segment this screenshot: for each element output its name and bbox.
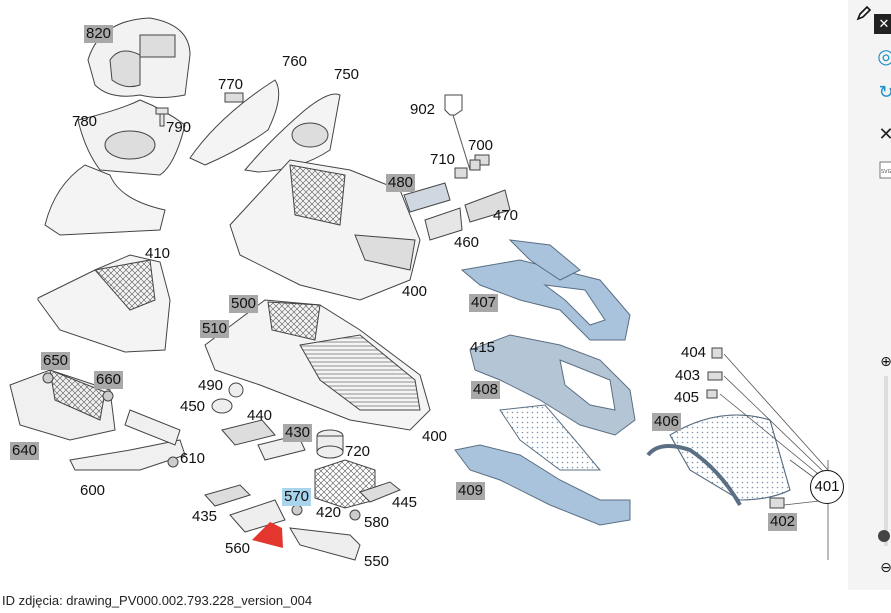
part-435 [204, 484, 251, 507]
label-820: 820 [84, 25, 114, 43]
label-445: 445 [392, 494, 418, 511]
label-430: 430 [283, 424, 313, 442]
part-407 [460, 239, 631, 341]
target-icon[interactable]: ◎ [877, 44, 891, 68]
part-480-470-460 [403, 182, 511, 241]
label-700: 700 [468, 137, 494, 154]
part-408 [469, 334, 636, 436]
part-640 [9, 369, 116, 441]
svg-text:SVG: SVG [881, 169, 891, 175]
label-580: 580 [364, 514, 390, 531]
image-id-caption: ID zdjęcia: drawing_PV000.002.793.228_ve… [2, 593, 313, 608]
side-toolbar: ✕ ◎ ↻ ✕ SVG ⊕ ⊖ [848, 0, 891, 590]
part-790 [155, 107, 169, 127]
label-400-upper: 400 [402, 283, 428, 300]
label-720: 720 [345, 443, 371, 460]
red-arrow [252, 522, 283, 548]
crossed-tool-icon[interactable]: ✕ [878, 123, 891, 145]
label-510: 510 [200, 320, 230, 338]
part-902 [444, 94, 471, 171]
part-490-450 [211, 382, 244, 414]
label-902: 902 [410, 101, 436, 118]
part-610 [167, 456, 179, 468]
part-770-760 [189, 79, 280, 166]
part-402 [769, 497, 785, 509]
label-790: 790 [166, 119, 192, 136]
label-460: 460 [454, 234, 480, 251]
label-470: 470 [493, 207, 519, 224]
label-401: 401 [810, 470, 844, 504]
part-780 [77, 99, 186, 176]
exploded-parts-drawing: 820 770 760 750 780 790 902 700 710 480 … [9, 17, 844, 570]
close-icon[interactable]: ✕ [874, 14, 891, 34]
label-610: 610 [180, 450, 206, 467]
label-405: 405 [674, 389, 700, 406]
label-560: 560 [225, 540, 251, 557]
parts-illustration [9, 17, 829, 561]
part-720 [316, 429, 344, 459]
label-480: 480 [386, 174, 416, 192]
part-820 [87, 17, 191, 98]
label-415: 415 [470, 339, 496, 356]
label-640: 640 [10, 442, 40, 460]
label-710: 710 [430, 151, 456, 168]
part-406-frame [646, 444, 742, 506]
label-403: 403 [675, 367, 701, 384]
label-440: 440 [247, 407, 273, 424]
label-780: 780 [72, 113, 98, 130]
zoom-slider-thumb[interactable] [878, 530, 890, 542]
label-420: 420 [316, 504, 342, 521]
label-490: 490 [198, 377, 224, 394]
zoom-out-icon[interactable]: ⊖ [880, 560, 891, 576]
label-760: 760 [282, 53, 308, 70]
label-660: 660 [94, 371, 124, 389]
part-445 [359, 481, 401, 503]
svg-file-icon[interactable]: SVG [876, 160, 891, 180]
part-400-lower [204, 299, 431, 431]
zoom-slider-track[interactable] [884, 376, 888, 546]
label-500: 500 [229, 295, 259, 313]
label-770: 770 [218, 76, 244, 93]
label-406: 406 [652, 413, 682, 431]
label-408: 408 [471, 381, 501, 399]
zoom-in-icon[interactable]: ⊕ [880, 354, 891, 370]
refresh-icon[interactable]: ↻ [878, 81, 891, 103]
part-409 [454, 404, 631, 526]
part-404-403-405 [706, 347, 723, 399]
label-409: 409 [456, 482, 486, 500]
part-400-upper [229, 159, 421, 301]
label-410: 410 [145, 245, 171, 262]
part-420 [314, 459, 376, 509]
label-407: 407 [469, 294, 499, 312]
part-410-upper [37, 164, 171, 353]
label-402: 402 [768, 513, 798, 531]
label-650: 650 [41, 352, 71, 370]
label-400-lower: 400 [422, 428, 448, 445]
edit-icon[interactable] [854, 3, 874, 23]
part-650-660 [42, 372, 114, 402]
part-700-710 [454, 154, 490, 179]
label-600: 600 [80, 482, 106, 499]
label-404: 404 [681, 344, 707, 361]
part-580 [349, 509, 361, 521]
part-570 [291, 504, 303, 516]
label-435: 435 [192, 508, 218, 525]
label-550: 550 [364, 553, 390, 570]
part-600 [69, 409, 186, 471]
label-450: 450 [180, 398, 206, 415]
label-750: 750 [334, 66, 360, 83]
part-550 [289, 527, 361, 561]
label-570: 570 [282, 488, 312, 506]
